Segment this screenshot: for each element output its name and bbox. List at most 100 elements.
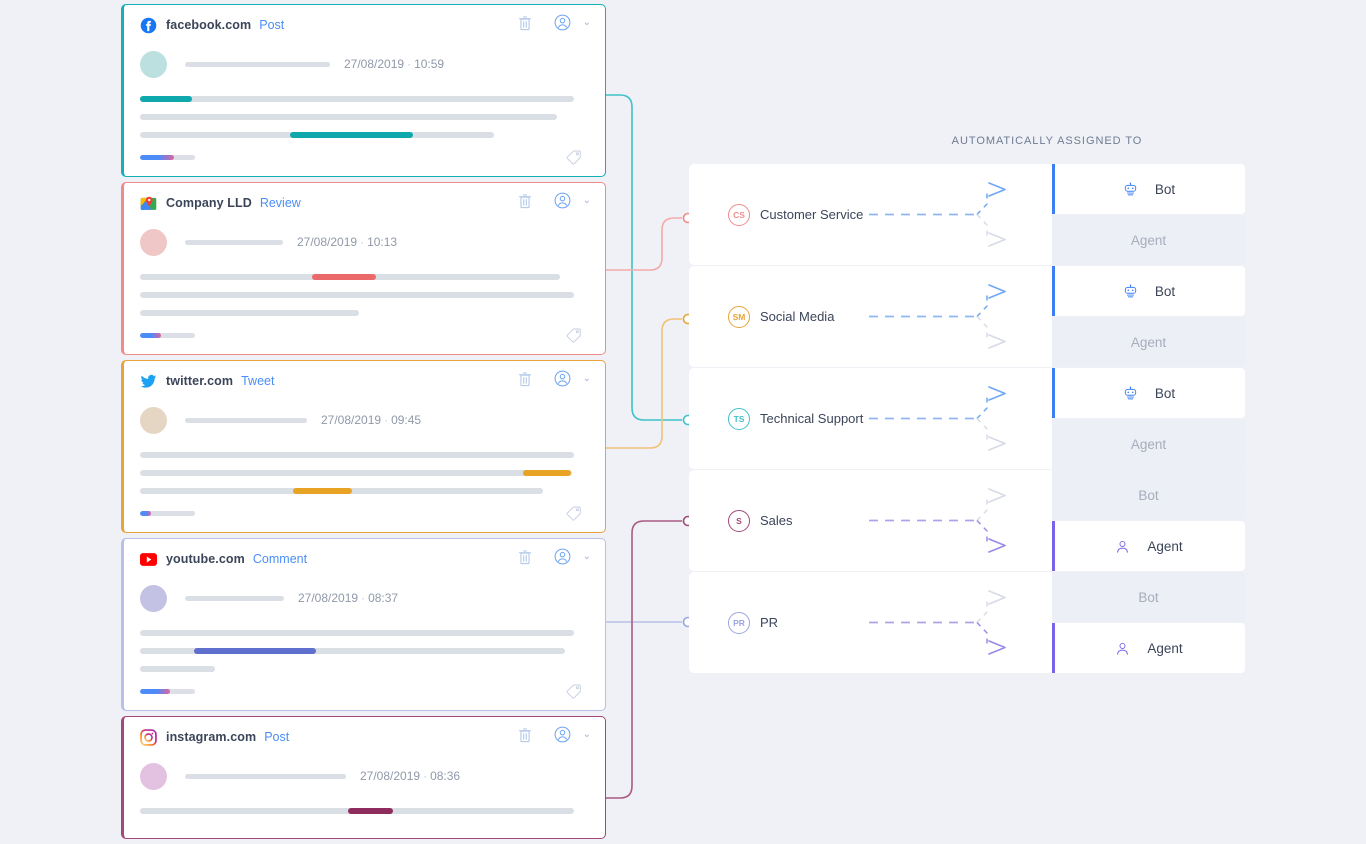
add-tag-button[interactable] (565, 149, 591, 166)
chevron-down-icon: ⌄ (582, 195, 591, 206)
mention-time: 10:13 (367, 235, 398, 249)
mention-keyword-highlight (312, 274, 376, 280)
mention-author-row: 27/08/2019·10:59 (140, 50, 591, 78)
assignment-option-bot[interactable]: Bot (1052, 368, 1245, 418)
delete-mention-button[interactable] (517, 192, 543, 209)
mention-text-line (140, 310, 359, 316)
assignment-fork-arrows (869, 386, 1006, 451)
avatar (140, 584, 167, 612)
sentiment-progress-fill (140, 332, 161, 338)
chevron-down-icon: ⌄ (582, 729, 591, 740)
assignment-option-label: Agent (1130, 232, 1167, 248)
assigned-to-header: AUTOMATICALLY ASSIGNED TO (951, 135, 1143, 147)
mention-keyword-highlight (194, 648, 316, 654)
mention-source-name: Company LLD (166, 196, 252, 210)
mention-keyword-highlight (293, 488, 352, 494)
mention-source-name: facebook.com (166, 18, 252, 32)
assignment-option-label: Agent (1147, 538, 1183, 554)
department-name: PR (760, 615, 779, 630)
mention-author-row: 27/08/2019·09:45 (140, 406, 591, 434)
assignment-option-agent[interactable]: Agent (1052, 623, 1245, 673)
department-initials-badge: S (728, 509, 750, 532)
assignment-option-bot[interactable]: Bot (1052, 266, 1245, 316)
mention-text-line (140, 666, 215, 672)
author-name-placeholder (185, 773, 346, 779)
mention-author-row: 27/08/2019·08:37 (140, 584, 591, 612)
mention-keyword-highlight (348, 808, 393, 814)
mention-card-footer (140, 149, 591, 166)
bot-icon (1122, 181, 1139, 198)
mention-body-placeholder (140, 96, 591, 138)
mention-text-line (140, 648, 565, 654)
mention-timestamp: 27/08/2019·10:13 (297, 235, 397, 249)
assign-user-dropdown[interactable]: ⌄ (554, 548, 591, 565)
sentiment-progress-fill (140, 510, 151, 516)
user-avatar-icon (554, 548, 571, 565)
mention-type-link[interactable]: Review (259, 196, 301, 210)
twitter-icon (140, 373, 157, 390)
mention-type-link[interactable]: Tweet (241, 374, 275, 388)
connector-facebook-technical-support (606, 94, 682, 421)
mention-card[interactable]: Company LLD Review ⌄ 27/08/2019·10:13 (121, 182, 606, 355)
mention-body-placeholder (140, 452, 591, 494)
assignment-option-agent[interactable]: Agent (1052, 215, 1245, 265)
add-tag-button[interactable] (565, 327, 591, 344)
mention-text-line (140, 488, 543, 494)
avatar (140, 762, 167, 790)
assignment-fork-arrows (869, 488, 1006, 553)
mention-card-footer (140, 683, 591, 700)
assignment-fork-arrows (869, 284, 1006, 349)
google-maps-icon (140, 195, 157, 212)
bot-icon (1122, 181, 1148, 198)
agent-icon (1114, 640, 1131, 657)
assign-user-dropdown[interactable]: ⌄ (554, 370, 591, 387)
assignment-option-bot[interactable]: Bot (1052, 470, 1245, 520)
chevron-down-icon: ⌄ (582, 551, 591, 562)
assign-user-dropdown[interactable]: ⌄ (554, 726, 591, 743)
delete-mention-button[interactable] (517, 548, 543, 565)
trash-icon (517, 726, 534, 743)
avatar (140, 228, 167, 256)
delete-mention-button[interactable] (517, 370, 543, 387)
user-avatar-icon (554, 14, 571, 31)
agent-icon (1114, 640, 1140, 657)
delete-mention-button[interactable] (517, 726, 543, 743)
youtube-icon (140, 551, 157, 568)
department-name: Customer Service (760, 207, 864, 222)
mention-card-actions: ⌄ (517, 192, 591, 209)
sentiment-progress-bar (140, 688, 195, 694)
assignment-option-agent[interactable]: Agent (1052, 521, 1245, 571)
mention-card[interactable]: facebook.com Post ⌄ 27/08/2019·10:59 (121, 4, 606, 177)
mention-type-link[interactable]: Post (259, 18, 285, 32)
assignment-option-bot[interactable]: Bot (1052, 164, 1245, 214)
add-tag-button[interactable] (565, 683, 591, 700)
department-name: Social Media (760, 309, 835, 324)
mention-text-line (140, 292, 574, 298)
assignment-option-agent[interactable]: Agent (1052, 317, 1245, 367)
add-tag-button[interactable] (565, 505, 591, 522)
delete-mention-button[interactable] (517, 14, 543, 31)
sentiment-progress-bar (140, 332, 195, 338)
mention-type-link[interactable]: Comment (252, 552, 308, 566)
bot-icon (1122, 385, 1148, 402)
assign-user-dropdown[interactable]: ⌄ (554, 14, 591, 31)
author-name-placeholder (185, 239, 283, 245)
assignment-option-bot[interactable]: Bot (1052, 572, 1245, 622)
mention-type-link[interactable]: Post (264, 730, 290, 744)
assignment-option-agent[interactable]: Agent (1052, 419, 1245, 469)
connector-instagram-sales (606, 520, 682, 799)
mention-source-name: instagram.com (166, 730, 257, 744)
assign-user-dropdown[interactable]: ⌄ (554, 192, 591, 209)
